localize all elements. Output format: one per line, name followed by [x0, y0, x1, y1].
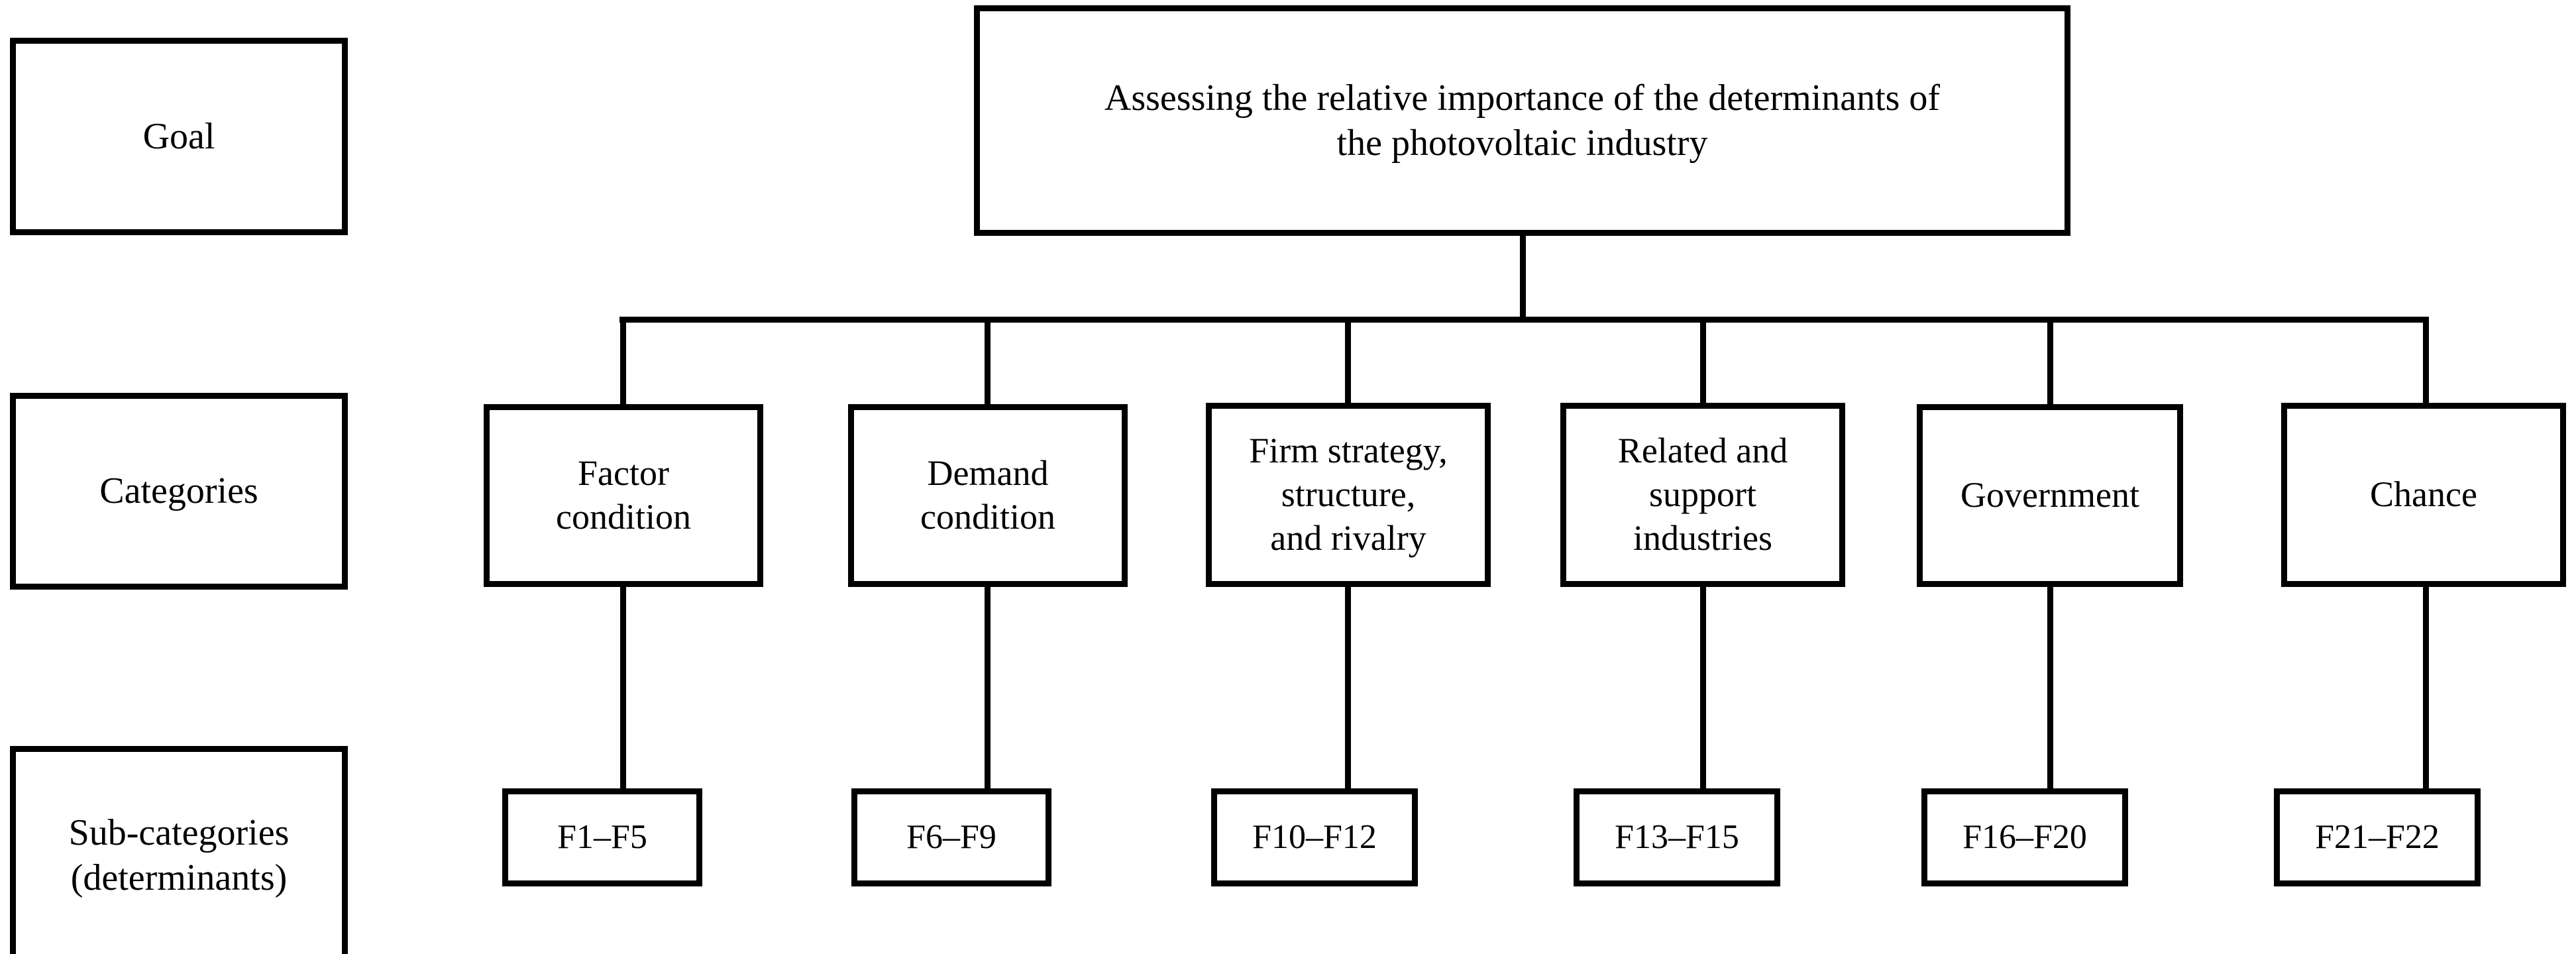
sub-category-node-f1-f5: F1–F5	[502, 788, 702, 886]
category-node-firm-strategy-structure-rivalry-text: Firm strategy, structure, and rivalry	[1249, 431, 1448, 558]
category-node-factor-condition-text: Factor condition	[556, 453, 691, 537]
connector-goal-to-bus	[1520, 232, 1526, 321]
row-label-sub-categories-text: Sub-categories (determinants)	[68, 812, 290, 898]
sub-category-node-f13-f15: F13–F15	[1574, 788, 1780, 886]
connector-bus-to-category-2	[1345, 317, 1351, 405]
connector-bus-to-category-3	[1700, 317, 1706, 405]
connector-category-1-to-sub-1	[985, 584, 991, 791]
category-node-chance: Chance	[2281, 403, 2566, 587]
category-node-demand-condition: Demand condition	[848, 404, 1128, 587]
sub-category-node-f16-f20-text: F16–F20	[1962, 818, 2087, 857]
connector-category-5-to-sub-5	[2423, 584, 2429, 791]
goal-node: Assessing the relative importance of the…	[974, 5, 2070, 236]
category-node-government-text: Government	[1960, 475, 2139, 515]
row-label-categories-text: Categories	[99, 470, 258, 512]
row-label-goal-text: Goal	[142, 115, 215, 157]
connector-bus-to-category-0	[620, 317, 626, 407]
goal-node-text: Assessing the relative importance of the…	[1104, 77, 1941, 164]
row-label-sub-categories: Sub-categories (determinants)	[10, 746, 348, 954]
category-node-chance-text: Chance	[2370, 474, 2477, 515]
connector-category-2-to-sub-2	[1345, 584, 1351, 791]
category-node-related-and-support-industries: Related and support industries	[1560, 403, 1845, 587]
sub-category-node-f16-f20: F16–F20	[1921, 788, 2128, 886]
sub-category-node-f21-f22: F21–F22	[2274, 788, 2481, 886]
sub-category-node-f6-f9: F6–F9	[851, 788, 1051, 886]
sub-category-node-f6-f9-text: F6–F9	[906, 818, 996, 857]
category-node-government: Government	[1917, 404, 2183, 587]
sub-category-node-f10-f12: F10–F12	[1211, 788, 1418, 886]
connector-category-3-to-sub-3	[1700, 584, 1706, 791]
row-label-categories: Categories	[10, 393, 348, 590]
category-node-demand-condition-text: Demand condition	[920, 453, 1055, 537]
category-node-related-and-support-industries-text: Related and support industries	[1617, 431, 1788, 558]
connector-bus-to-category-5	[2423, 317, 2429, 405]
category-node-firm-strategy-structure-rivalry: Firm strategy, structure, and rivalry	[1206, 403, 1491, 587]
sub-category-node-f1-f5-text: F1–F5	[557, 818, 647, 857]
connector-category-4-to-sub-4	[2047, 584, 2053, 791]
connector-bus-categories	[619, 317, 2429, 323]
sub-category-node-f10-f12-text: F10–F12	[1252, 818, 1377, 857]
sub-category-node-f21-f22-text: F21–F22	[2315, 818, 2440, 857]
connector-bus-to-category-1	[985, 317, 991, 407]
sub-category-node-f13-f15-text: F13–F15	[1615, 818, 1739, 857]
category-node-factor-condition: Factor condition	[484, 404, 763, 587]
connector-category-0-to-sub-0	[620, 584, 626, 791]
connector-bus-to-category-4	[2047, 317, 2053, 407]
row-label-goal: Goal	[10, 38, 348, 235]
